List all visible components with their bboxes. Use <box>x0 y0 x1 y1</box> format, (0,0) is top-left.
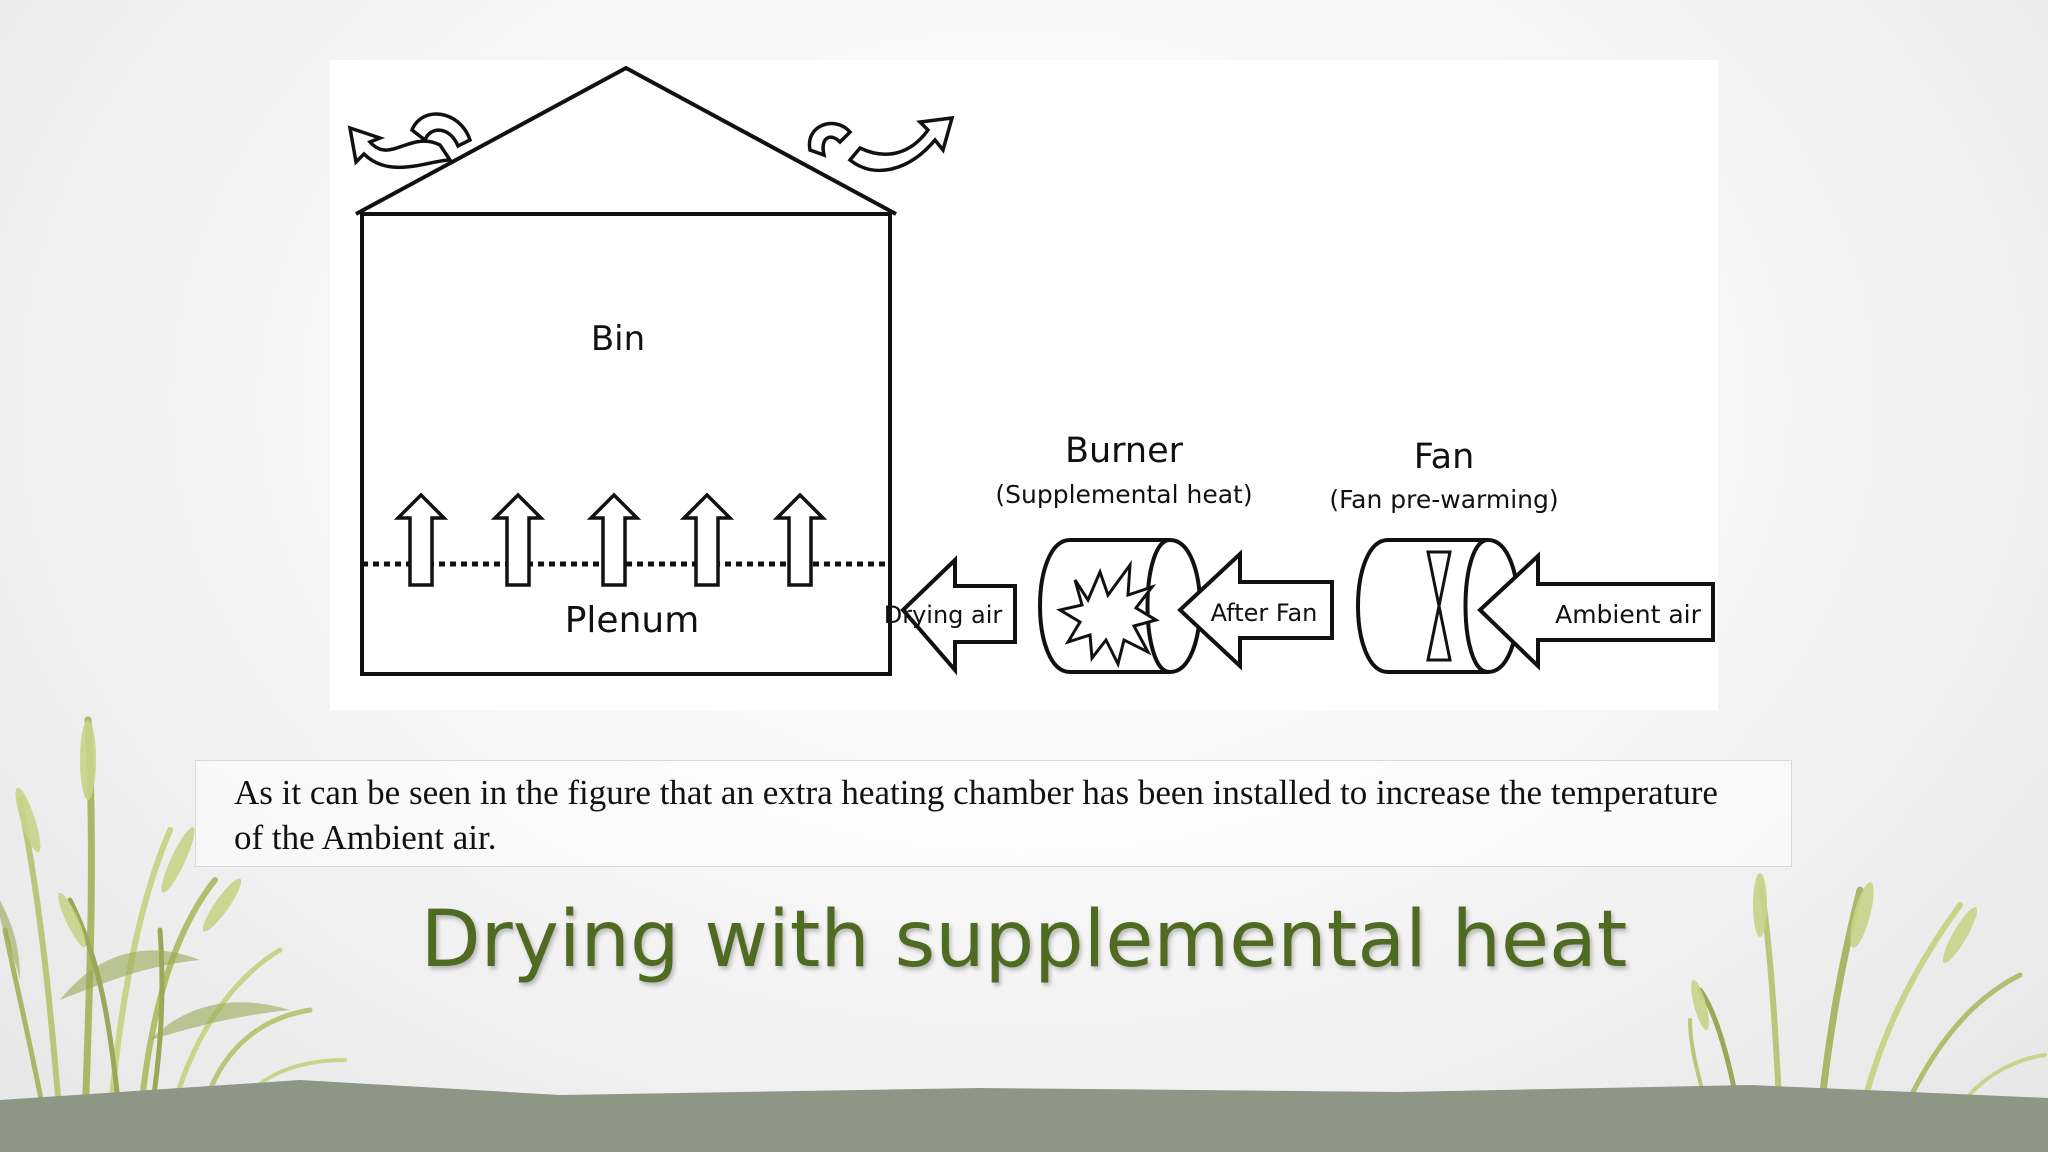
bin-label: Bin <box>591 319 645 359</box>
burner-label: Burner <box>1065 431 1184 471</box>
grain-drying-diagram: Bin Plenum Burner (Supplemental heat) Fa… <box>347 65 1715 676</box>
after-fan-arrow <box>1177 549 1334 671</box>
fan-label: Fan <box>1414 437 1475 477</box>
exhaust-arrow-left <box>347 125 454 170</box>
bin-body <box>360 212 892 676</box>
up-arrow <box>772 492 828 587</box>
caption-text: As it can be seen in the figure that an … <box>234 773 1718 857</box>
fan-cylinder <box>1356 538 1520 674</box>
exhaust-arrow-left-curl <box>409 112 473 149</box>
up-arrow <box>679 492 735 587</box>
caption-box: As it can be seen in the figure that an … <box>195 760 1792 867</box>
burner-sublabel: (Supplemental heat) <box>995 480 1252 509</box>
ambient-air-arrow <box>1477 551 1715 671</box>
ambient-air-label: Ambient air <box>1555 600 1702 629</box>
fan-blade-icon <box>1426 550 1452 662</box>
up-arrow <box>586 492 642 587</box>
fan-sublabel: (Fan pre-warming) <box>1329 485 1558 514</box>
after-fan-label: After Fan <box>1211 599 1318 627</box>
up-arrows <box>393 492 828 587</box>
diagram-panel: Bin Plenum Burner (Supplemental heat) Fa… <box>330 60 1718 710</box>
drying-air-label: Drying air <box>884 601 1003 629</box>
up-arrow <box>393 492 449 587</box>
flame-burst-icon <box>1056 559 1160 669</box>
bin-roof <box>355 65 897 216</box>
plenum-label: Plenum <box>565 600 700 641</box>
up-arrow <box>490 492 546 587</box>
slide-title: Drying with supplemental heat <box>420 895 1628 985</box>
burner-cylinder <box>1038 538 1202 674</box>
exhaust-arrows <box>347 112 955 173</box>
drying-air-arrow <box>900 555 1017 676</box>
exhaust-arrow-right <box>847 115 955 173</box>
exhaust-arrow-right-curl <box>807 121 853 158</box>
